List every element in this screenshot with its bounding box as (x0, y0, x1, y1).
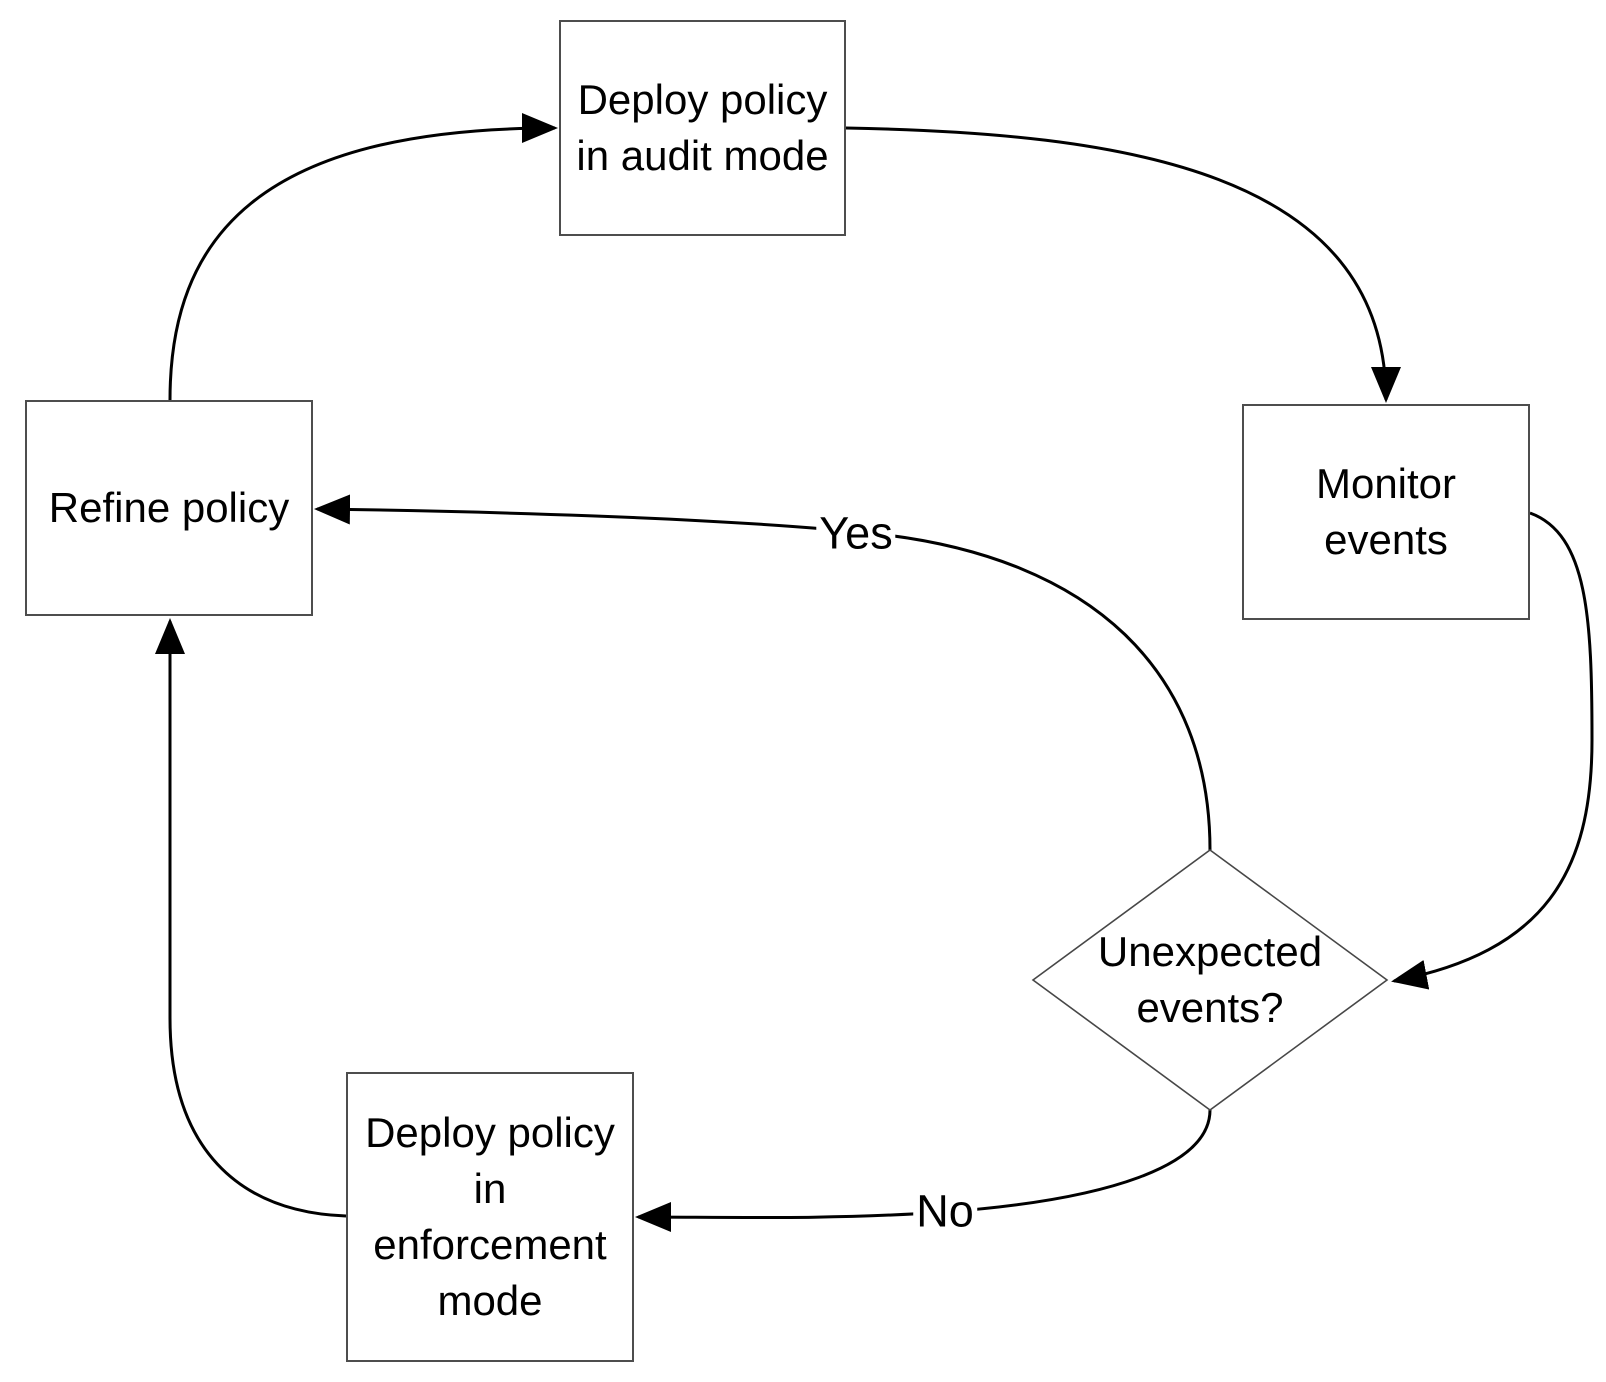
node-deploy-policy-enforcement-mode: Deploy policy in enforcement mode (346, 1072, 634, 1362)
node-label-deploy-enforcement: Deploy policy in enforcement mode (365, 1109, 615, 1324)
node-deploy-policy-audit-mode: Deploy policy in audit mode (559, 20, 846, 236)
edge-monitor-to-decision (1391, 511, 1594, 990)
edge-enforcement-to-refine (155, 618, 347, 1218)
node-label-deploy-audit: Deploy policy in audit mode (576, 76, 829, 179)
node-refine-policy: Refine policy (25, 400, 313, 616)
node-unexpected-events-decision: Unexpected events? (1060, 900, 1360, 1060)
edge-audit-to-monitor (845, 126, 1401, 403)
node-label-unexpected-events: Unexpected events? (1097, 928, 1323, 1031)
node-monitor-events: Monitor events (1242, 404, 1530, 620)
edge-decision-yes-to-refine (314, 494, 1212, 851)
decision-diamond-shape (1031, 849, 1389, 1111)
node-label-monitor-events: Monitor events (1315, 460, 1457, 563)
edge-refine-to-audit (168, 113, 558, 401)
node-label-refine-policy: Refine policy (48, 484, 290, 532)
edge-label-yes: Yes (816, 508, 896, 558)
edge-label-no: No (913, 1186, 977, 1236)
